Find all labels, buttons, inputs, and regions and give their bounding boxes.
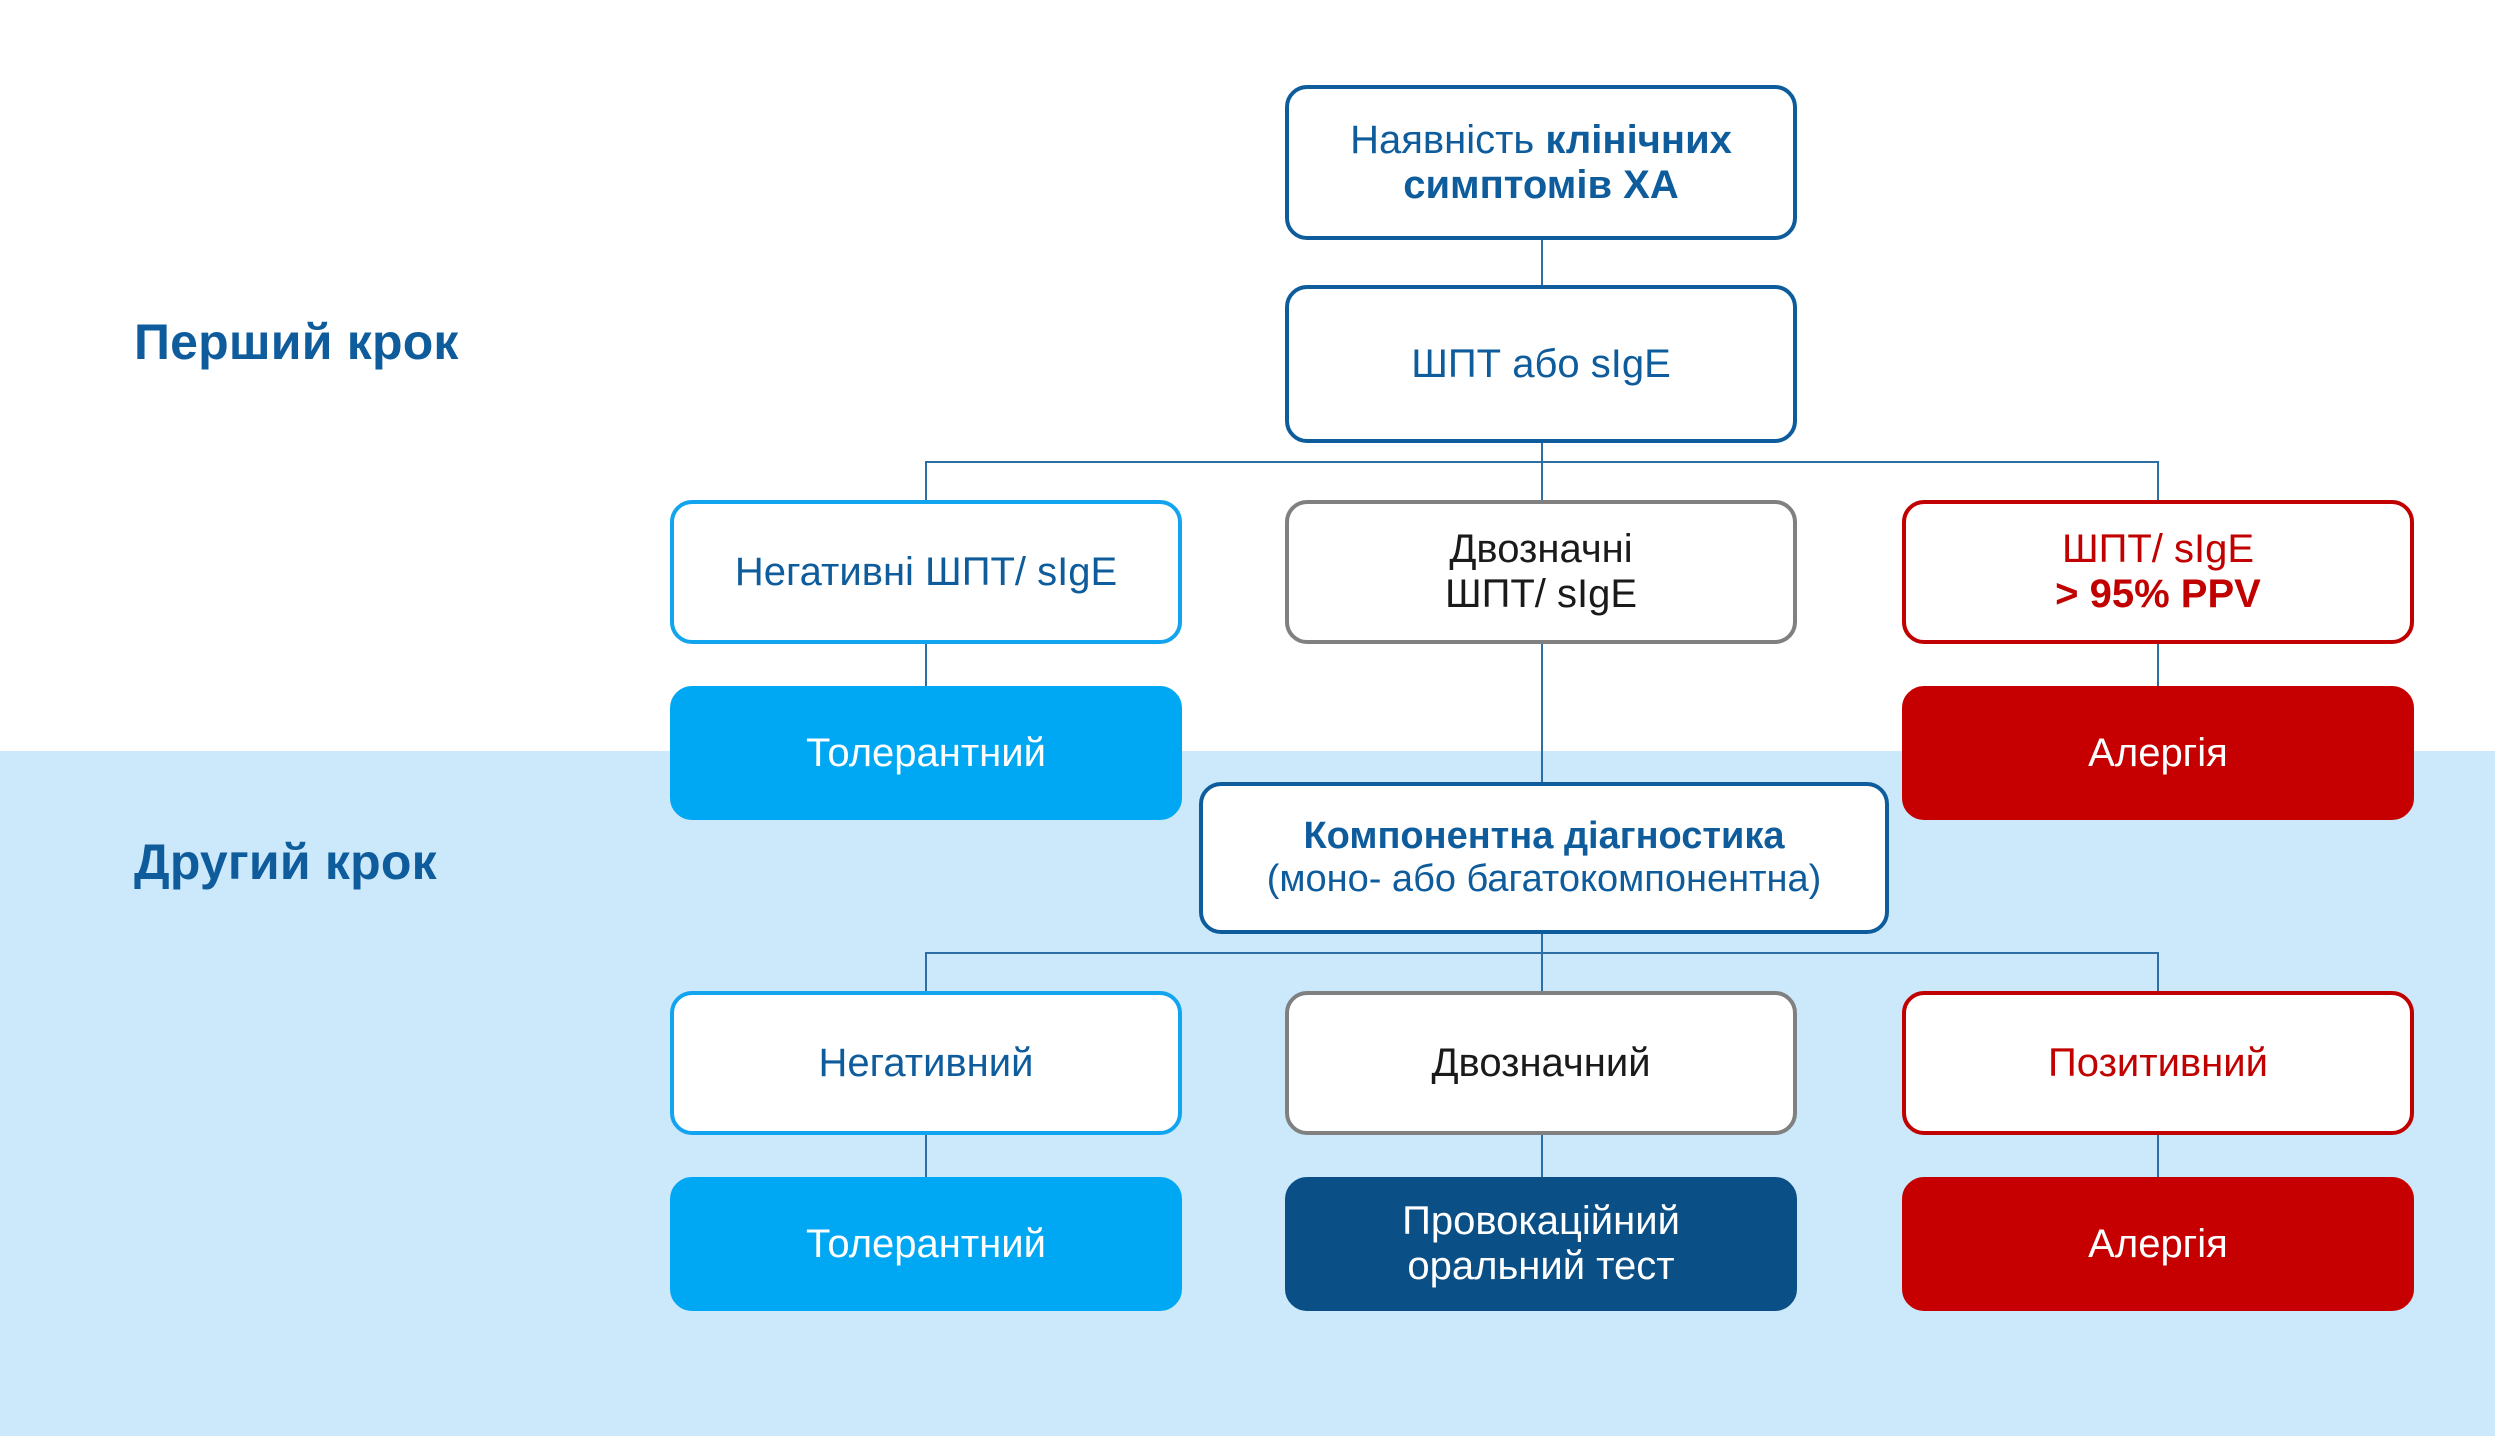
node-tolerant-first-step[interactable]: Толерантний bbox=[670, 686, 1182, 820]
node-clinical-symptoms[interactable]: Наявність клінічних симптомів ХА bbox=[1285, 85, 1797, 240]
node-positive-spt-ppv[interactable]: ШПТ/ sIgE > 95% PPV bbox=[1902, 500, 2414, 644]
connector-positive2-to-allergy2 bbox=[2157, 1133, 2159, 1177]
node-positive-component[interactable]: Позитивний bbox=[1902, 991, 2414, 1135]
connector-drop-equivocal-2 bbox=[1541, 952, 1543, 994]
spt-or-sige-label: ШПТ або sIgE bbox=[1411, 341, 1671, 386]
negative-spt-label: Негативні ШПТ/ sIgE bbox=[734, 549, 1118, 594]
tolerant-1-label: Толерантний bbox=[806, 730, 1046, 775]
positive-spt-ppv-value: > 95% PPV bbox=[2055, 572, 2261, 616]
equivocal-2-label: Двозначний bbox=[1431, 1040, 1651, 1085]
connector-symptoms-to-test bbox=[1541, 238, 1543, 285]
positive-spt-line1: ШПТ/ sIgE bbox=[2061, 527, 2255, 572]
step-label-second: Другий крок bbox=[134, 834, 437, 890]
equivocal-spt-line2: ШПТ/ sIgE bbox=[1444, 572, 1638, 616]
connector-negative2-to-tolerant2 bbox=[925, 1133, 927, 1177]
negative-2-label: Негативний bbox=[818, 1040, 1034, 1085]
oral-challenge-line2: оральний тест bbox=[1407, 1244, 1675, 1288]
oral-challenge-line1: Провокаційний bbox=[1402, 1199, 1680, 1244]
component-diagnostics-line2: (моно- або багатокомпонентна) bbox=[1266, 858, 1822, 900]
node-allergy-second-step[interactable]: Алергія bbox=[1902, 1177, 2414, 1311]
component-diagnostics-line1: Компонентна діагностика bbox=[1303, 815, 1785, 858]
allergy-2-label: Алергія bbox=[2088, 1221, 2228, 1266]
tolerant-2-label: Толерантний bbox=[806, 1221, 1046, 1266]
node-component-diagnostics[interactable]: Компонентна діагностика (моно- або багат… bbox=[1199, 782, 1889, 934]
node-negative-spt-sige[interactable]: Негативні ШПТ/ sIgE bbox=[670, 500, 1182, 644]
positive-2-label: Позитивний bbox=[2048, 1040, 2268, 1085]
symptoms-line1-bold: клінічних bbox=[1545, 117, 1732, 162]
equivocal-spt-line1: Двозначні bbox=[1449, 527, 1633, 572]
connector-drop-negative-spt bbox=[925, 461, 927, 503]
symptoms-line1-regular: Наявність bbox=[1350, 117, 1546, 162]
node-oral-food-challenge[interactable]: Провокаційний оральний тест bbox=[1285, 1177, 1797, 1311]
connector-drop-equivocal-spt bbox=[1541, 461, 1543, 503]
node-allergy-first-step[interactable]: Алергія bbox=[1902, 686, 2414, 820]
connector-drop-positive-2 bbox=[2157, 952, 2159, 994]
connector-equivocal-to-component bbox=[1541, 642, 1543, 782]
node-equivocal-spt-sige[interactable]: Двозначні ШПТ/ sIgE bbox=[1285, 500, 1797, 644]
connector-positive-to-allergy bbox=[2157, 642, 2159, 686]
connector-equivocal2-to-oral bbox=[1541, 1133, 1543, 1177]
connector-drop-positive-spt bbox=[2157, 461, 2159, 503]
connector-negative-to-tolerant bbox=[925, 642, 927, 686]
connector-drop-negative-2 bbox=[925, 952, 927, 994]
symptoms-line2: симптомів ХА bbox=[1403, 162, 1679, 207]
node-equivocal-component[interactable]: Двозначний bbox=[1285, 991, 1797, 1135]
allergy-1-label: Алергія bbox=[2088, 730, 2228, 775]
node-negative-component[interactable]: Негативний bbox=[670, 991, 1182, 1135]
step-label-first: Перший крок bbox=[134, 314, 459, 370]
node-spt-or-sige[interactable]: ШПТ або sIgE bbox=[1285, 285, 1797, 443]
node-tolerant-second-step[interactable]: Толерантний bbox=[670, 1177, 1182, 1311]
